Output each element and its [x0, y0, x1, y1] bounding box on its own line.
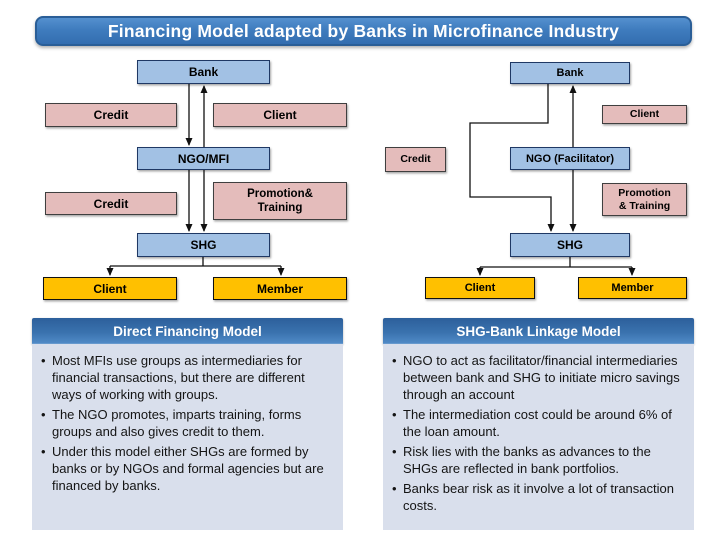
- node-client-top-right: Client: [602, 105, 687, 124]
- bullet-item: The intermediation cost could be around …: [389, 406, 680, 440]
- node-member-right: Member: [578, 277, 687, 299]
- connector-shg-branch-right: [480, 257, 632, 268]
- bullet-item: Under this model either SHGs are formed …: [38, 443, 329, 494]
- node-ngo-mfi-left: NGO/MFI: [137, 147, 270, 170]
- bullet-item: Most MFIs use groups as intermediaries f…: [38, 352, 329, 403]
- panel-body-shg-bank-linkage: NGO to act as facilitator/financial inte…: [383, 344, 694, 530]
- node-shg-left: SHG: [137, 233, 270, 257]
- promotion-line1: Promotion: [618, 186, 671, 199]
- panel-direct-financing: Direct Financing Model Most MFIs use gro…: [32, 318, 343, 530]
- node-ngo-facilitator-right: NGO (Facilitator): [510, 147, 630, 170]
- node-client-bottom-right: Client: [425, 277, 535, 299]
- node-bank-right: Bank: [510, 62, 630, 84]
- node-client-top-left: Client: [213, 103, 347, 127]
- node-credit-mid-left: Credit: [45, 192, 177, 215]
- node-member-left: Member: [213, 277, 347, 300]
- bullet-item: The NGO promotes, imparts training, form…: [38, 406, 329, 440]
- bullet-list-shg-bank-linkage: NGO to act as facilitator/financial inte…: [389, 352, 680, 514]
- bullet-item: Risk lies with the banks as advances to …: [389, 443, 680, 477]
- connector-shg-branch-left: [110, 257, 281, 267]
- panel-shg-bank-linkage: SHG-Bank Linkage Model NGO to act as fac…: [383, 318, 694, 530]
- slide-title: Financing Model adapted by Banks in Micr…: [35, 16, 692, 46]
- panel-title-shg-bank-linkage: SHG-Bank Linkage Model: [383, 318, 694, 344]
- bullet-item: NGO to act as facilitator/financial inte…: [389, 352, 680, 403]
- promotion-line2: & Training: [618, 199, 671, 212]
- bullet-list-direct-financing: Most MFIs use groups as intermediaries f…: [38, 352, 329, 494]
- promotion-line2: Training: [257, 202, 303, 214]
- node-promotion-training-left: Promotion& Training: [213, 182, 347, 220]
- node-client-bottom-left: Client: [43, 277, 177, 300]
- node-credit-right: Credit: [385, 147, 446, 172]
- node-promotion-training-right: Promotion & Training: [602, 183, 687, 216]
- bullet-item: Banks bear risk as it involve a lot of t…: [389, 480, 680, 514]
- panel-body-direct-financing: Most MFIs use groups as intermediaries f…: [32, 344, 343, 530]
- node-bank-left: Bank: [137, 60, 270, 84]
- node-shg-right: SHG: [510, 233, 630, 257]
- promotion-line1: Promotion&: [247, 188, 313, 200]
- panel-title-direct-financing: Direct Financing Model: [32, 318, 343, 344]
- node-credit-top-left: Credit: [45, 103, 177, 127]
